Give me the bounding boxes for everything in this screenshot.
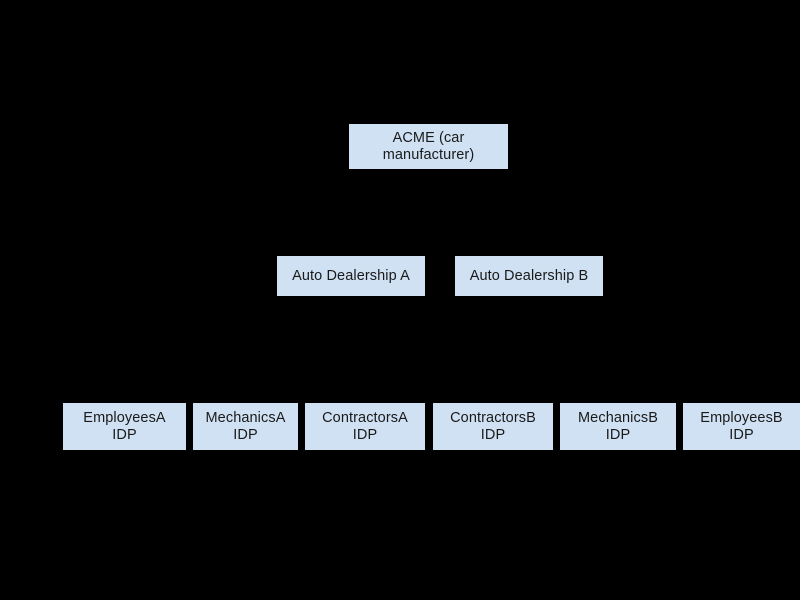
node-contractorsb-idp[interactable]: ContractorsB IDP — [433, 403, 553, 450]
node-employeesa-idp[interactable]: EmployeesA IDP — [63, 403, 186, 450]
node-label: Auto Dealership A — [292, 267, 410, 284]
node-label: EmployeesA IDP — [83, 409, 166, 443]
node-label: MechanicsA IDP — [205, 409, 286, 443]
node-label: ContractorsA IDP — [322, 409, 408, 443]
node-employeesb-idp[interactable]: EmployeesB IDP — [683, 403, 800, 450]
node-label: ACME (car manufacturer) — [382, 129, 475, 163]
node-contractorsa-idp[interactable]: ContractorsA IDP — [305, 403, 425, 450]
node-auto-dealership-a[interactable]: Auto Dealership A — [277, 256, 425, 296]
node-auto-dealership-b[interactable]: Auto Dealership B — [455, 256, 603, 296]
node-label: EmployeesB IDP — [700, 409, 783, 443]
node-label: Auto Dealership B — [469, 267, 589, 284]
node-acme[interactable]: ACME (car manufacturer) — [349, 124, 508, 169]
node-label: MechanicsB IDP — [578, 409, 658, 443]
node-mechanicsb-idp[interactable]: MechanicsB IDP — [560, 403, 676, 450]
node-label: ContractorsB IDP — [450, 409, 536, 443]
node-mechanicsa-idp[interactable]: MechanicsA IDP — [193, 403, 298, 450]
